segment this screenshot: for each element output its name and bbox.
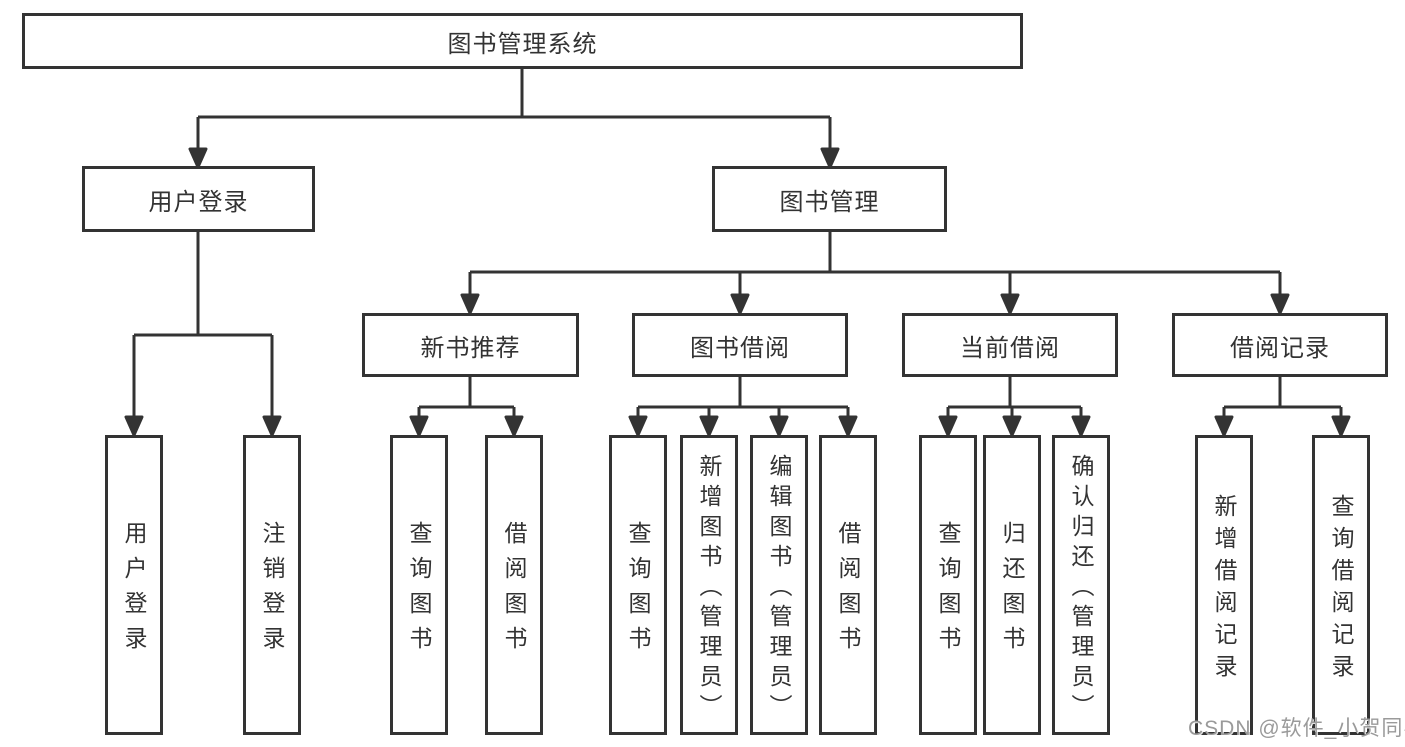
node-book-borrow: 图书借阅	[632, 313, 848, 377]
node-nbr-query-books-label: 查询图书	[406, 521, 432, 661]
node-leaf-logout: 注销登录	[243, 435, 301, 735]
node-library-system-label: 图书管理系统	[447, 30, 598, 58]
node-current-borrow-label: 当前借阅	[960, 334, 1060, 362]
connector-book-borrow-children	[628, 377, 858, 437]
connector-root-to-level2	[188, 68, 840, 169]
node-cb-query-books: 查询图书	[919, 435, 977, 735]
node-cb-query-books-label: 查询图书	[935, 521, 961, 661]
connector-borrow-records-children	[1214, 377, 1351, 437]
node-library-system: 图书管理系统	[22, 13, 1023, 69]
node-leaf-logout-label: 注销登录	[259, 521, 285, 661]
connector-user-login-children	[124, 232, 282, 437]
node-br-query-borrow-record-label: 查询借阅记录	[1328, 493, 1354, 686]
node-br-add-borrow-record: 新增借阅记录	[1195, 435, 1253, 735]
connector-new-book-recommend-children	[409, 377, 524, 437]
node-bb-borrow-books-label: 借阅图书	[835, 521, 861, 661]
node-borrow-records-label: 借阅记录	[1230, 334, 1330, 362]
node-bb-add-books-admin: 新增图书（管理员）	[680, 435, 738, 735]
node-new-book-recommend: 新书推荐	[362, 313, 579, 377]
watermark: CSDN @软件_小贺同学	[1188, 717, 1405, 740]
node-br-query-borrow-record: 查询借阅记录	[1312, 435, 1370, 735]
node-new-book-recommend-label: 新书推荐	[420, 334, 521, 362]
node-leaf-user-login: 用户登录	[105, 435, 163, 735]
node-bb-borrow-books: 借阅图书	[819, 435, 877, 735]
node-book-management: 图书管理	[712, 166, 947, 232]
node-nbr-query-books: 查询图书	[390, 435, 448, 735]
connector-current-borrow-children	[938, 377, 1091, 437]
node-nbr-borrow-books: 借阅图书	[485, 435, 543, 735]
node-book-management-label: 图书管理	[779, 188, 880, 216]
node-bb-query-books: 查询图书	[609, 435, 667, 735]
node-nbr-borrow-books-label: 借阅图书	[501, 521, 527, 661]
node-user-login: 用户登录	[82, 166, 315, 232]
node-bb-query-books-label: 查询图书	[625, 521, 651, 661]
node-leaf-user-login-label: 用户登录	[121, 521, 147, 661]
node-bb-edit-books-admin-label: 编辑图书（管理员）	[766, 453, 792, 724]
node-cb-return-books: 归还图书	[983, 435, 1041, 735]
node-user-login-label: 用户登录	[148, 188, 249, 216]
connector-book-management-children	[460, 232, 1290, 315]
node-bb-edit-books-admin: 编辑图书（管理员）	[750, 435, 808, 735]
node-cb-confirm-return-admin-label: 确认归还（管理员）	[1068, 453, 1094, 724]
node-current-borrow: 当前借阅	[902, 313, 1118, 377]
node-book-borrow-label: 图书借阅	[690, 334, 790, 362]
node-br-add-borrow-record-label: 新增借阅记录	[1211, 493, 1237, 686]
node-bb-add-books-admin-label: 新增图书（管理员）	[696, 453, 722, 724]
node-borrow-records: 借阅记录	[1172, 313, 1388, 377]
node-cb-return-books-label: 归还图书	[999, 521, 1025, 661]
node-cb-confirm-return-admin: 确认归还（管理员）	[1052, 435, 1110, 735]
